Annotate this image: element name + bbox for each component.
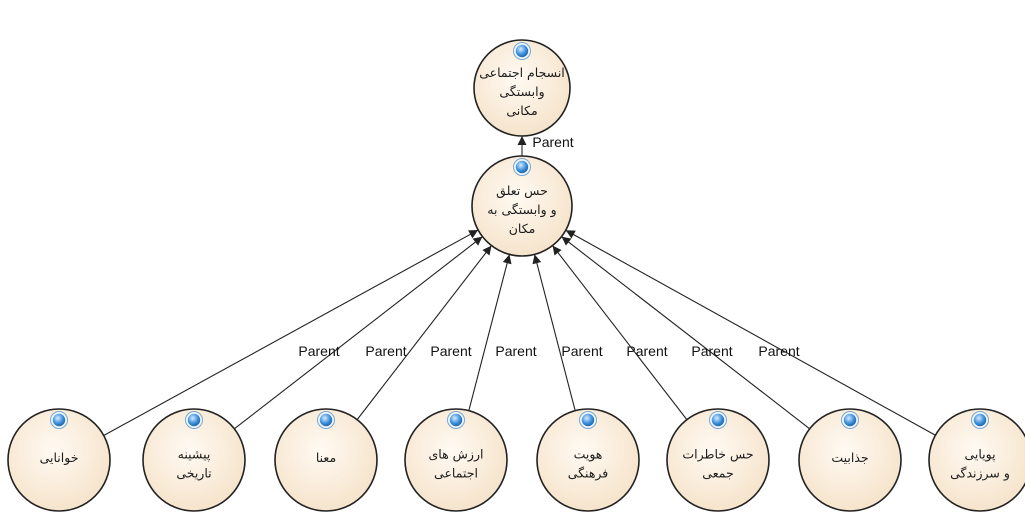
entity-icon — [971, 411, 989, 429]
edge-label-parent: Parent — [626, 343, 667, 359]
node-label-line: حس خاطرات — [682, 447, 753, 463]
node-label-line: حس تعلق — [496, 183, 548, 199]
node-leaf5[interactable]: هویت فرهنگی — [536, 408, 640, 512]
entity-icon — [185, 411, 203, 429]
node-label-line: پیشینه — [178, 447, 211, 462]
node-circle — [274, 408, 378, 512]
node-circle — [473, 39, 571, 137]
node-circle — [666, 408, 770, 512]
node-leaf1[interactable]: خوانایی — [7, 408, 111, 512]
arrowhead-icon — [561, 236, 572, 246]
node-circle — [798, 408, 902, 512]
entity-icon — [50, 411, 68, 429]
node-label-line: مکانی — [506, 103, 537, 118]
edge-leaf8-to-mid — [565, 229, 936, 436]
edge-label-parent: Parent — [691, 343, 732, 359]
edges-layer — [103, 136, 936, 436]
edge-label-parent: Parent — [495, 343, 536, 359]
edge-leaf3-to-mid — [356, 245, 492, 420]
node-leaf3[interactable]: معنا — [274, 408, 378, 512]
edge-mid-to-root — [517, 136, 527, 156]
node-label-line: هویت — [574, 447, 603, 463]
edge-leaf4-to-mid — [468, 254, 512, 411]
arrowhead-icon — [517, 136, 527, 145]
arrowhead-icon — [502, 254, 512, 265]
node-label-line: جذابیت — [831, 450, 868, 465]
edge-leaf2-to-mid — [233, 236, 483, 430]
node-label-line: پویایی — [964, 447, 996, 463]
node-mid[interactable]: حس تعلق و وابستگی به مکان — [471, 155, 573, 257]
node-leaf7[interactable]: جذابیت — [798, 408, 902, 512]
arrowhead-icon — [565, 230, 576, 239]
nodes-layer: انسجام اجتماعی وابستگی مکانی حس تعلق و وابست… — [7, 39, 1025, 512]
node-circle — [471, 155, 573, 257]
node-label-line: ارزش های — [429, 447, 484, 463]
node-circle — [142, 408, 246, 512]
node-root[interactable]: انسجام اجتماعی وابستگی مکانی — [473, 39, 571, 137]
node-label-line: فرهنگی — [568, 466, 609, 482]
edge-leaf1-to-mid — [103, 229, 479, 436]
arrowhead-icon — [532, 254, 542, 265]
node-label-line: وابستگی — [499, 84, 544, 100]
node-label-line: جمعی — [702, 466, 733, 481]
edge-leaf7-to-mid — [561, 236, 811, 430]
node-leaf4[interactable]: ارزش های اجتماعی — [404, 408, 508, 512]
edge-label-parent: Parent — [561, 343, 602, 359]
entity-icon — [709, 411, 727, 429]
node-label-line: تاریخی — [176, 466, 212, 482]
node-label-line: انسجام اجتماعی — [479, 65, 565, 80]
edge-label-parent: Parent — [365, 343, 406, 359]
node-circle — [404, 408, 508, 512]
edge-label-parent: Parent — [758, 343, 799, 359]
node-label-line: و وابستگی به — [487, 202, 556, 218]
edge-leaf6-to-mid — [552, 245, 688, 420]
node-circle — [7, 408, 111, 512]
node-leaf2[interactable]: پیشینه تاریخی — [142, 408, 246, 512]
node-label-line: و سرزندگی — [950, 466, 1010, 482]
entity-icon — [513, 42, 531, 60]
node-label-line: اجتماعی — [434, 466, 478, 481]
edge-label-parent: Parent — [532, 134, 573, 150]
arrowhead-icon — [552, 245, 562, 256]
edge-label-parent: Parent — [298, 343, 339, 359]
entity-icon — [579, 411, 597, 429]
edge-label-parent: Parent — [430, 343, 471, 359]
arrowhead-icon — [468, 230, 479, 239]
entity-icon — [513, 158, 531, 176]
node-label-line: معنا — [316, 450, 336, 465]
node-leaf6[interactable]: حس خاطرات جمعی — [666, 408, 770, 512]
entity-icon — [841, 411, 859, 429]
edge-leaf5-to-mid — [532, 254, 576, 411]
node-label-line: خوانایی — [40, 450, 79, 466]
entity-icon — [447, 411, 465, 429]
node-circle — [928, 408, 1025, 512]
arrowhead-icon — [472, 236, 483, 246]
node-label-line: مکان — [509, 221, 536, 236]
node-leaf8[interactable]: پویایی و سرزندگی — [928, 408, 1025, 512]
entity-icon — [317, 411, 335, 429]
node-circle — [536, 408, 640, 512]
arrowhead-icon — [482, 245, 492, 256]
